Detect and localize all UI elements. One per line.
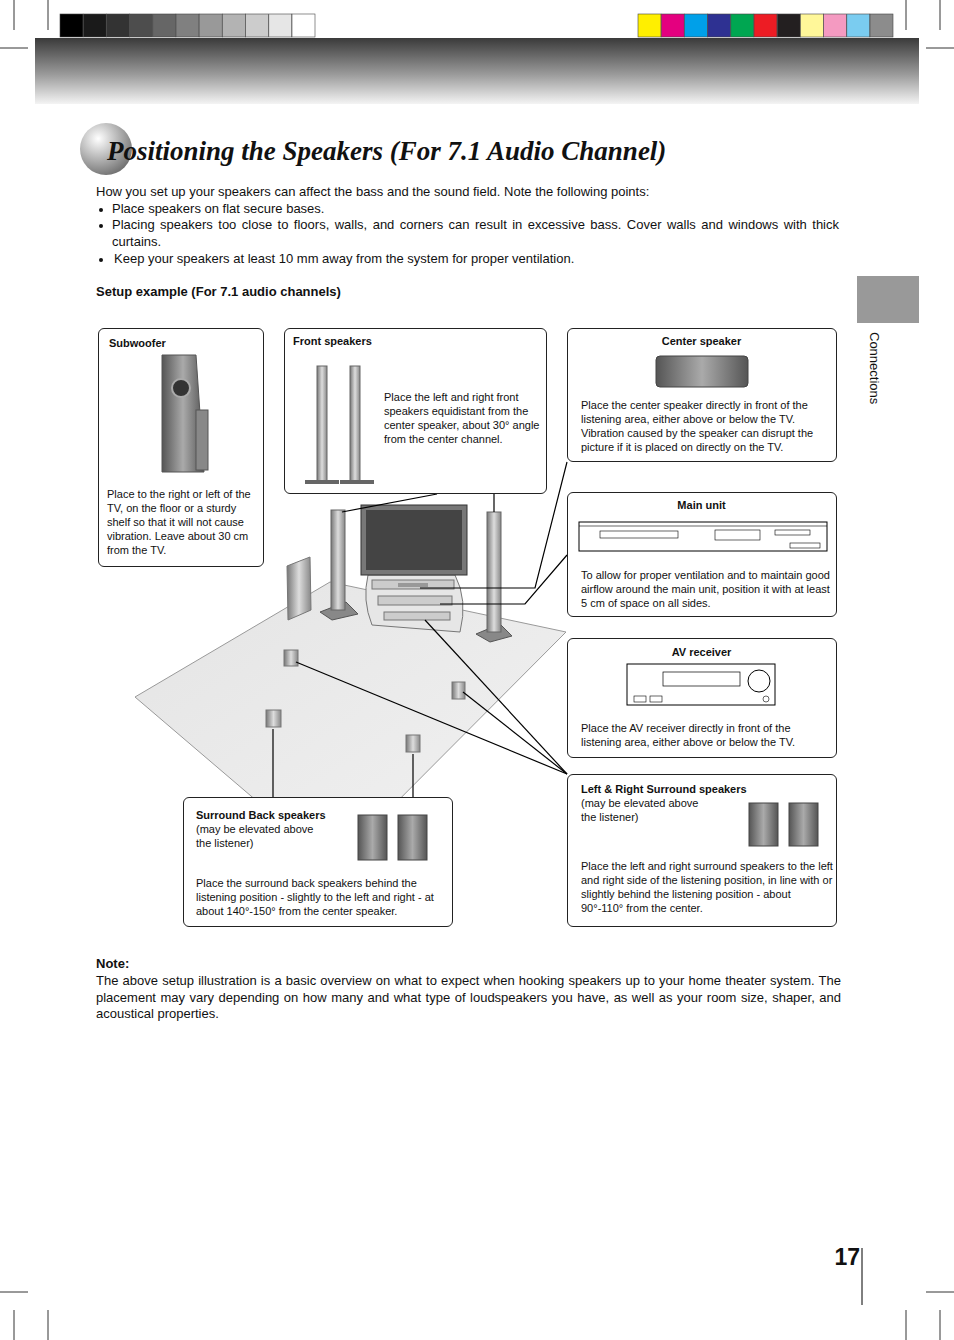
box-heading: AV receiver: [568, 645, 835, 659]
box-text: Place to the right or left of the TV, on…: [107, 487, 259, 557]
color-swatch: [708, 14, 731, 37]
color-swatch: [800, 14, 823, 37]
box-text: (may be elevated above the listener): [581, 796, 716, 824]
box-text: Place the AV receiver directly in front …: [581, 721, 833, 749]
side-tab-label: Connections: [866, 332, 883, 452]
callout-box: Left & Right Surround speakers(may be el…: [567, 774, 837, 927]
callout-box: SubwooferPlace to the right or left of t…: [98, 328, 264, 567]
page-title: Positioning the Speakers (For 7.1 Audio …: [107, 134, 666, 168]
callout-box: AV receiverPlace the AV receiver directl…: [567, 638, 837, 758]
box-heading: Main unit: [568, 498, 835, 512]
box-heading: Front speakers: [293, 334, 493, 348]
color-swatch: [731, 14, 754, 37]
box-text: Place the left and right surround speake…: [581, 859, 833, 915]
color-swatch: [176, 14, 199, 37]
color-swatch: [153, 14, 176, 37]
color-swatch: [292, 14, 315, 37]
page-text: How you set up your speakers can affect …: [96, 184, 856, 201]
callout-box: Front speakersPlace the left and right f…: [284, 328, 547, 494]
callout-box: Center speakerPlace the center speaker d…: [567, 328, 837, 462]
color-swatch: [638, 14, 661, 37]
box-text: (may be elevated above the listener): [196, 822, 331, 850]
box-text: Place the surround back speakers behind …: [196, 876, 448, 918]
color-swatch: [222, 14, 245, 37]
page-text: Note:: [96, 956, 296, 973]
callout-box: Main unit To allow for proper ventilation…: [567, 492, 837, 617]
color-swatch: [199, 14, 222, 37]
color-swatch: [824, 14, 847, 37]
page-text: The above setup illustration is a basic …: [96, 973, 841, 1023]
color-swatch: [106, 14, 129, 37]
box-text: Place the center speaker directly in fro…: [581, 398, 833, 454]
box-text: To allow for proper ventilation and to m…: [581, 568, 833, 610]
page-text: Keep your speakers at least 10 mm away f…: [114, 251, 841, 268]
box-heading: Subwoofer: [109, 336, 259, 350]
color-swatch: [754, 14, 777, 37]
color-swatch: [684, 14, 707, 37]
color-swatch: [661, 14, 684, 37]
color-swatch: [130, 14, 153, 37]
color-swatch: [847, 14, 870, 37]
box-heading: Surround Back speakers: [196, 808, 356, 822]
color-swatch: [870, 14, 893, 37]
page-text: Placing speakers too close to floors, wa…: [112, 217, 839, 250]
color-swatch: [777, 14, 800, 37]
page-text: Setup example (For 7.1 audio channels): [96, 284, 596, 301]
page-number: 17: [826, 1243, 860, 1271]
box-heading: Left & Right Surround speakers: [581, 782, 831, 796]
box-heading: Center speaker: [568, 334, 835, 348]
color-swatch: [60, 14, 83, 37]
callout-box: Surround Back speakers(may be elevated a…: [183, 797, 453, 927]
page-text: Place speakers on flat secure bases.: [112, 201, 839, 218]
box-text: Place the left and right front speakers …: [384, 390, 542, 446]
color-swatch: [83, 14, 106, 37]
color-swatch: [246, 14, 269, 37]
color-swatch: [269, 14, 292, 37]
